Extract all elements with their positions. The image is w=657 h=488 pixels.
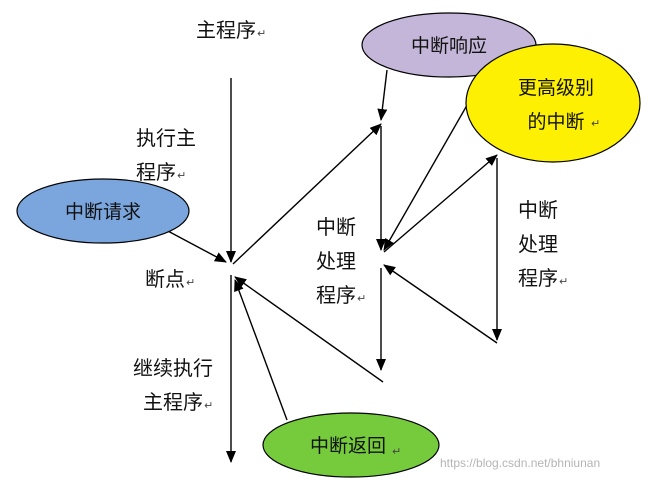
higher-interrupt-arrow xyxy=(383,99,471,251)
interrupt-response-text: 中断响应 xyxy=(411,35,487,57)
interrupt-return-return-mark: ↵ xyxy=(392,445,402,458)
interrupt-return-node: 中断返回 xyxy=(262,412,440,478)
higher-level-return-mark: ↵ xyxy=(591,117,601,130)
continue-main-line-2: 主程序↵ xyxy=(143,390,214,414)
execute-main-line-2: 程序↵ xyxy=(136,160,187,184)
jump-to-isr-arrow xyxy=(232,123,382,265)
isr-right-line-3: 程序↵ xyxy=(518,266,569,290)
breakpoint-label: 断点↵ xyxy=(145,267,196,291)
interrupt-return-ellipse xyxy=(262,412,440,478)
interrupt-request-node: 中断请求 xyxy=(16,178,190,244)
continue-main-line-1: 继续执行 xyxy=(133,356,213,380)
isr-right-line-2: 处理 xyxy=(518,232,558,256)
interrupt-request-text: 中断请求 xyxy=(65,201,141,223)
main-program-label: 主程序↵ xyxy=(196,13,266,51)
isr-left-line-1: 中断 xyxy=(316,215,356,239)
isr-left-line-3: 程序↵ xyxy=(316,283,367,307)
interrupt-request-ellipse xyxy=(16,178,190,244)
return-to-main-arrow xyxy=(234,276,384,383)
main-program-text: 主程序 xyxy=(196,18,256,42)
higher-level-text-2: 的中断 xyxy=(527,111,584,133)
watermark-text: https://blog.csdn.net/bhniunan xyxy=(440,456,601,470)
return-mark: ↵ xyxy=(257,27,267,40)
continue-main-label: 继续执行 主程序↵ xyxy=(133,351,213,423)
return-node-arrow xyxy=(234,279,288,421)
higher-level-text-1: 更高级别 xyxy=(518,77,594,99)
response-arrow xyxy=(377,69,388,121)
nested-return-arrow xyxy=(383,264,498,344)
request-arrow xyxy=(165,229,227,263)
isr-right-label: 中断 处理 程序↵ xyxy=(518,193,568,299)
interrupt-return-text: 中断返回 xyxy=(310,435,386,457)
isr-left-line-2: 处理 xyxy=(316,249,356,273)
isr-left-label: 中断 处理 程序↵ xyxy=(316,210,366,316)
nested-jump-arrow xyxy=(383,154,498,253)
higher-level-node: 更高级别 的中断 xyxy=(465,43,641,163)
execute-main-line-1: 执行主 xyxy=(136,126,196,150)
isr-right-line-1: 中断 xyxy=(518,198,558,222)
breakpoint-text: 断点 xyxy=(145,267,185,291)
execute-main-label: 执行主 程序↵ xyxy=(136,121,196,193)
higher-level-ellipse xyxy=(465,43,641,163)
